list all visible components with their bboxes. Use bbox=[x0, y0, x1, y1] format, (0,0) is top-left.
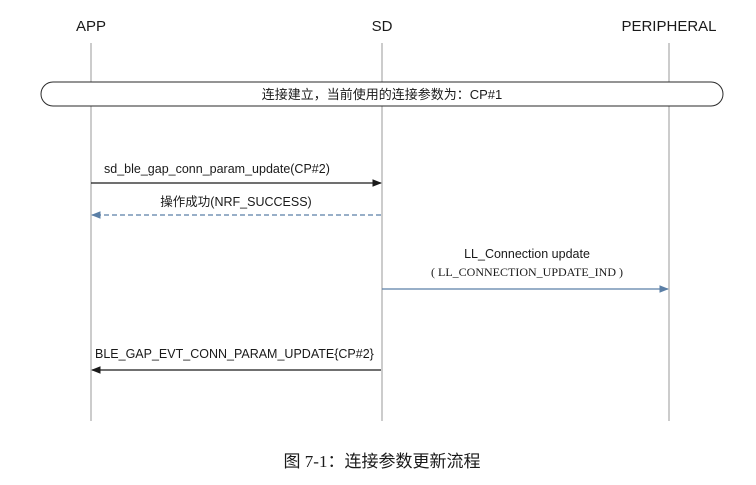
message-success-response-label: 操作成功(NRF_SUCCESS) bbox=[160, 194, 311, 209]
message-param-update-request-label: sd_ble_gap_conn_param_update(CP#2) bbox=[104, 162, 330, 176]
state-banner bbox=[40, 81, 724, 107]
message-ll-connection-update-label: LL_Connection update bbox=[464, 247, 590, 261]
state-banner-text: 连接建立，当前使用的连接参数为：CP#1 bbox=[262, 87, 503, 102]
participant-peripheral-label: PERIPHERAL bbox=[621, 18, 716, 35]
message-param-update-event-label: BLE_GAP_EVT_CONN_PARAM_UPDATE{CP#2} bbox=[95, 347, 374, 361]
figure-caption: 图 7-1：连接参数更新流程 bbox=[284, 452, 481, 471]
message-ll-connection-update-sublabel: ( LL_CONNECTION_UPDATE_IND ) bbox=[431, 265, 623, 279]
participant-app-label: APP bbox=[76, 18, 106, 35]
participant-sd-label: SD bbox=[372, 18, 393, 35]
